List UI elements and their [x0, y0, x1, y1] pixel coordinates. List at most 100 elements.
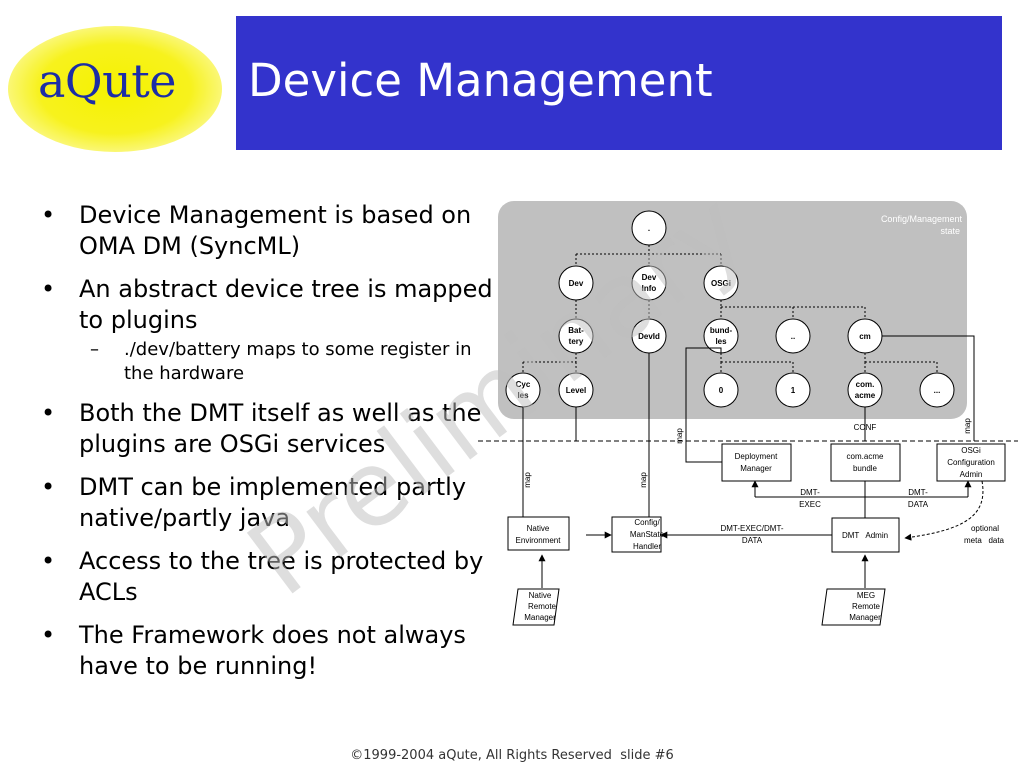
node-label-more: ...	[934, 386, 941, 395]
native-env-label-1: Native	[527, 524, 550, 533]
bullet-dot-icon: •	[41, 621, 56, 649]
native-environment-box	[507, 516, 570, 551]
config-handler-label-2: ManState	[630, 530, 665, 539]
bullet-item: • Device Management is based on OMA DM (S…	[38, 200, 500, 262]
node-label-cm: cm	[859, 332, 871, 341]
conf-label: CONF	[854, 423, 877, 432]
bullet-item: • The Framework does not always have to b…	[38, 620, 500, 682]
state-label-line1: Config/Management	[881, 214, 963, 224]
dash-icon: –	[90, 339, 99, 360]
node-label-comacme-1: com.	[856, 380, 875, 389]
node-label-level: Level	[566, 386, 586, 395]
dmt-data-label-2: DATA	[908, 500, 929, 509]
config-handler-box	[611, 516, 662, 553]
sub-bullet-text: ./dev/battery maps to some register in t…	[124, 339, 472, 384]
meg-remote-label-1: MEG	[857, 591, 875, 600]
node-label-bundles-1: bund-	[710, 326, 733, 335]
state-label-line2: state	[940, 226, 960, 236]
meg-remote-label-2: Remote	[852, 602, 881, 611]
tree-node-cycles	[505, 372, 541, 408]
bullet-item: • DMT can be implemented partly native/pa…	[38, 472, 500, 534]
node-label-devinfo-1: Dev	[642, 273, 657, 282]
meg-remote-manager-box	[821, 588, 886, 626]
logo-glow	[8, 26, 222, 152]
bullet-item: •Access to the tree is protected by ACLs	[38, 546, 500, 608]
optional-label-2: meta data	[964, 536, 1005, 545]
bullet-dot-icon: •	[41, 473, 56, 501]
node-label-devid: DevId	[638, 332, 660, 341]
dmt-admin-label: DMT Admin	[842, 531, 888, 540]
slide-title: Device Management	[248, 54, 713, 107]
optional-label-1: optional	[971, 524, 999, 533]
native-remote-label-3: Manager	[524, 613, 556, 622]
bullet-item: • Both the DMT itself as well as the plug…	[38, 398, 500, 460]
native-env-label-2: Environment	[516, 536, 562, 545]
device-tree-diagram: Config/Management state	[478, 201, 1018, 626]
node-label-cycles-2: les	[517, 391, 529, 400]
osgi-config-label-2: Configuration	[947, 458, 995, 467]
tree-node-dots	[775, 318, 811, 354]
map-label: map	[639, 472, 648, 488]
native-remote-label-1: Native	[529, 591, 552, 600]
dmt-data-label-1: DMT-	[908, 488, 928, 497]
node-label-comacme-2: acme	[855, 391, 876, 400]
logo-text: aQute	[38, 54, 176, 108]
bullet-dot-icon: •	[41, 399, 56, 427]
bullet-text: DMT can be implemented partly native/par…	[79, 473, 467, 532]
comacme-bundle-box	[830, 443, 901, 482]
dmt-exec-label-2: EXEC	[799, 500, 821, 509]
tree-node-one	[775, 372, 811, 408]
deployment-label-1: Deployment	[735, 452, 778, 461]
map-label: map	[675, 428, 684, 444]
node-label-cycles-1: Cyc	[516, 380, 531, 389]
map-label: map	[963, 418, 972, 434]
deployment-manager-box	[721, 443, 792, 482]
tree-connectors	[522, 245, 938, 373]
bullet-list: • Device Management is based on OMA DM (S…	[38, 200, 500, 694]
bullet-text: Both the DMT itself as well as the plugi…	[79, 399, 482, 458]
node-label-devinfo-2: Info	[642, 284, 657, 293]
tree-node-more	[919, 372, 955, 408]
node-label-battery-2: tery	[569, 337, 584, 346]
bullet-dot-icon: •	[41, 201, 56, 229]
osgi-config-label-3: Admin	[960, 470, 983, 479]
bundle-label-1: com.acme	[847, 452, 884, 461]
title-bar: Device Management	[236, 16, 1002, 150]
tree-node-root	[631, 210, 667, 246]
config-handler-label-3: Handler	[633, 542, 661, 551]
deployment-label-2: Manager	[740, 464, 772, 473]
bullet-item: •An abstract device tree is mapped to pl…	[38, 274, 500, 336]
dmt-exec-data-label-1: DMT-EXEC/DMT-	[720, 524, 783, 533]
node-label-osgi: OSGi	[711, 279, 731, 288]
bundle-label-2: bundle	[853, 464, 878, 473]
tree-node-dev	[558, 265, 594, 301]
tree-node-battery	[558, 318, 594, 354]
dmt-exec-label-1: DMT-	[800, 488, 820, 497]
bullet-text: Device Management is based on OMA DM (Sy…	[79, 201, 472, 260]
node-label-bundles-2: les	[715, 337, 727, 346]
native-remote-manager-box	[512, 588, 560, 626]
node-label-dots: ..	[791, 332, 795, 341]
node-label-zero: 0	[719, 386, 724, 395]
map-label: map	[523, 472, 532, 488]
bullet-dot-icon: •	[41, 547, 56, 575]
config-handler-label-1: Config/	[634, 518, 660, 527]
dmt-exec-data-label-2: DATA	[742, 536, 763, 545]
meg-remote-label-3: Manager	[849, 613, 881, 622]
bullet-text: The Framework does not always have to be…	[79, 621, 466, 680]
slide-footer: ©1999-2004 aQute, All Rights Reserved sl…	[350, 748, 674, 763]
native-remote-label-2: Remote	[528, 602, 557, 611]
node-label-dev: Dev	[569, 279, 584, 288]
tree-node-zero	[703, 372, 739, 408]
osgi-config-label-1: OSGi	[961, 446, 981, 455]
node-label-one: 1	[791, 386, 796, 395]
osgi-config-admin-box	[936, 443, 1006, 482]
component-connectors	[522, 335, 984, 588]
sub-bullet-item: – ./dev/battery maps to some register in …	[38, 338, 500, 386]
tree-node-comacme	[847, 372, 883, 408]
node-label-battery-1: Bat-	[568, 326, 584, 335]
config-state-panel	[498, 201, 967, 419]
bullet-text: An abstract device tree is mapped to plu…	[79, 275, 493, 334]
tree-node-osgi	[703, 265, 739, 301]
dmt-admin-box	[831, 517, 900, 553]
